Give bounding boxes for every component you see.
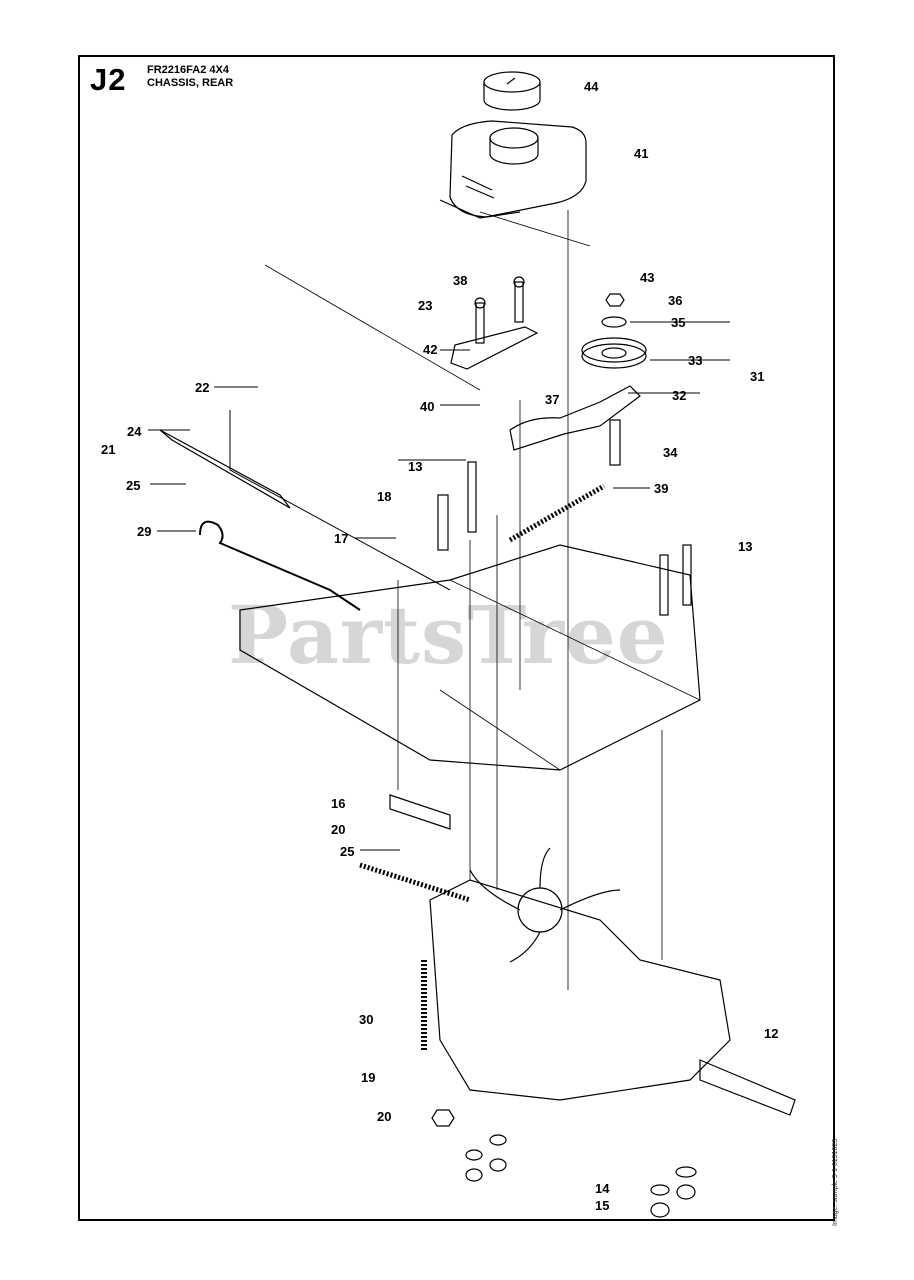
bolt-13c bbox=[682, 544, 692, 606]
callout-37: 37 bbox=[545, 392, 560, 407]
callout-29: 29 bbox=[137, 524, 152, 539]
callout-20-lower: 20 bbox=[377, 1109, 392, 1124]
nut-15 bbox=[650, 1202, 670, 1218]
nut-15b bbox=[676, 1184, 696, 1200]
callout-13-upper: 13 bbox=[408, 459, 423, 474]
washer-14b bbox=[650, 1184, 670, 1196]
callout-38: 38 bbox=[453, 273, 468, 288]
washer-14 bbox=[675, 1166, 697, 1178]
bolt-34 bbox=[609, 419, 621, 466]
fuel-tank bbox=[439, 120, 587, 219]
callout-40: 40 bbox=[420, 399, 435, 414]
callout-39: 39 bbox=[654, 481, 669, 496]
callout-36: 36 bbox=[668, 293, 683, 308]
bolt-18 bbox=[437, 494, 449, 551]
callout-15: 15 bbox=[595, 1198, 610, 1213]
callout-41: 41 bbox=[634, 146, 649, 161]
model-title: FR2216FA2 4X4 CHASSIS, REAR bbox=[147, 64, 233, 90]
nut-20 bbox=[431, 1109, 455, 1127]
section-code: J2 bbox=[90, 62, 127, 97]
callout-17: 17 bbox=[334, 531, 349, 546]
rod-21 bbox=[159, 429, 291, 509]
callout-43: 43 bbox=[640, 270, 655, 285]
diagram-frame bbox=[78, 55, 835, 1221]
pulley-group bbox=[581, 293, 647, 369]
callout-34: 34 bbox=[663, 445, 678, 460]
callout-42: 42 bbox=[423, 342, 438, 357]
callout-12: 12 bbox=[764, 1026, 779, 1041]
fuel-cap bbox=[483, 71, 541, 111]
model-number: FR2216FA2 4X4 bbox=[147, 64, 229, 76]
callout-25-lower: 25 bbox=[340, 844, 355, 859]
callout-24: 24 bbox=[127, 424, 142, 439]
bracket bbox=[450, 326, 539, 370]
callout-16: 16 bbox=[331, 796, 346, 811]
assembly-name: CHASSIS, REAR bbox=[147, 77, 234, 89]
callout-30: 30 bbox=[359, 1012, 374, 1027]
spring-39 bbox=[508, 483, 606, 543]
callout-25-upper: 25 bbox=[126, 478, 141, 493]
callout-20-upper: 20 bbox=[331, 822, 346, 837]
callout-44: 44 bbox=[584, 79, 599, 94]
transaxle bbox=[359, 847, 796, 1116]
callout-19: 19 bbox=[361, 1070, 376, 1085]
callout-32: 32 bbox=[672, 388, 687, 403]
leader-lines bbox=[148, 321, 730, 851]
rod-29 bbox=[199, 520, 361, 611]
watermark: PartsTree bbox=[228, 588, 669, 682]
callout-23: 23 bbox=[418, 298, 433, 313]
assembly-lines bbox=[397, 210, 663, 990]
assembly-line bbox=[264, 264, 481, 391]
callout-14: 14 bbox=[595, 1181, 610, 1196]
bolt-13 bbox=[467, 461, 477, 533]
bracket-16 bbox=[389, 794, 451, 830]
bolts-upper bbox=[474, 276, 525, 344]
callout-13-right: 13 bbox=[738, 539, 753, 554]
callout-33: 33 bbox=[688, 353, 703, 368]
callout-21: 21 bbox=[101, 442, 116, 457]
callout-31: 31 bbox=[750, 369, 765, 384]
callout-18: 18 bbox=[377, 489, 392, 504]
callout-35: 35 bbox=[671, 315, 686, 330]
bolt-13b bbox=[659, 554, 669, 616]
callout-22: 22 bbox=[195, 380, 210, 395]
